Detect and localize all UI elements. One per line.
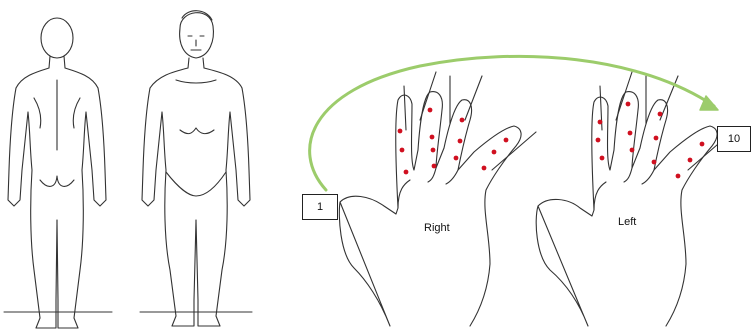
marker-dot <box>404 170 409 175</box>
sequence-start-label: 1 <box>317 201 323 213</box>
right-hand <box>339 72 536 326</box>
marker-dot <box>428 108 433 113</box>
marker-dot <box>652 160 657 165</box>
sequence-start-box: 1 <box>302 194 338 220</box>
body-front-view <box>140 11 252 326</box>
marker-dot <box>626 102 631 107</box>
body-back-view <box>4 18 112 328</box>
left-hand-label: Left <box>618 216 636 228</box>
marker-dot <box>598 120 603 125</box>
marker-dot <box>460 118 465 123</box>
right-hand-markers <box>398 108 509 175</box>
marker-dot <box>431 148 436 153</box>
sequence-arrow <box>310 56 718 190</box>
marker-dot <box>688 158 693 163</box>
marker-dot <box>600 156 605 161</box>
marker-dot <box>482 166 487 171</box>
sequence-end-box: 10 <box>717 126 751 152</box>
sequence-end-label: 10 <box>728 133 740 145</box>
marker-dot <box>432 164 437 169</box>
marker-dot <box>492 150 497 155</box>
marker-dot <box>658 112 663 117</box>
marker-dot <box>700 142 705 147</box>
right-hand-label: Right <box>424 222 450 234</box>
marker-dot <box>458 139 463 144</box>
marker-dot <box>454 156 459 161</box>
marker-dot <box>628 131 633 136</box>
marker-dot <box>504 138 509 143</box>
marker-dot <box>676 174 681 179</box>
marker-dot <box>630 148 635 153</box>
marker-dot <box>596 138 601 143</box>
marker-dot <box>400 148 405 153</box>
marker-dot <box>654 136 659 141</box>
marker-dot <box>430 135 435 140</box>
marker-dot <box>398 129 403 134</box>
